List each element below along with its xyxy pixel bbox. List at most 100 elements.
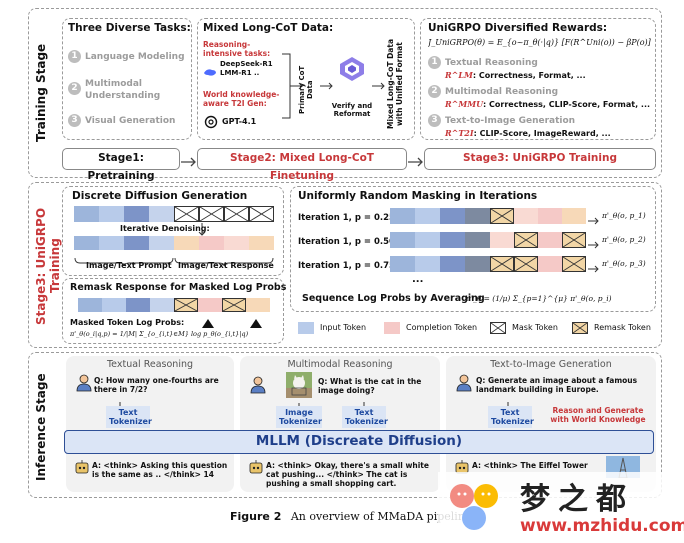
number-1-icon: 1 [68,50,81,63]
legend-remask-label: Remask Token [594,323,651,332]
final-cot-label: Mixed Long-CoT Data with Unified Format [386,39,404,130]
remask-token [490,208,514,224]
t2i-question: Q: Generate an image about a famous land… [476,376,638,394]
prompt-label: Image/Text Prompt [86,261,172,270]
completion-token [246,298,270,312]
input-token [126,298,150,312]
input-token [440,208,465,224]
diffusion-result-row [74,236,274,250]
remask-row [78,298,274,312]
input-token [440,256,465,272]
response-label: Image/Text Response [178,261,274,270]
completion-token [538,256,562,272]
world-knowledge-label: World knowledge-aware T2I Gen: [203,90,280,108]
completion-token [538,232,562,248]
input-token [124,206,149,222]
t2i-reason-label: Reason and Generate with World Knowledge [550,406,646,424]
textual-question: Q: How many one-fourths are there in 7/2… [94,376,219,394]
remask-title: Remask Response for Masked Log Probs [70,282,287,293]
training-stage-label: Training Stage [34,43,48,142]
number-3-icon: 3 [428,114,441,127]
remask-pointer-1 [202,313,214,328]
number-3-icon: 3 [68,114,81,127]
user-avatar-icon [76,374,92,392]
remask-pointer-2 [250,313,262,328]
mask-token [199,206,224,222]
iteration-label-3: Iteration 1, p = 0.75 [298,261,395,271]
stage1-box: Stage1: Pretraining [62,148,180,182]
legend-mask-label: Mask Token [512,323,558,332]
iteration-output-1: π'_θ(o, p_1) [602,211,646,220]
remask-box [62,278,284,344]
multimodal-text-tokenizer: Text Tokenizer [342,406,388,428]
bracket-arrow [280,50,304,122]
inference-panel [28,352,662,498]
completion-token [249,236,274,250]
robot-icon [74,459,90,475]
input-token [150,298,174,312]
input-token [415,232,440,248]
rewards-title: UniGRPO Diversified Rewards: [428,22,608,34]
stage3-panel [28,182,662,348]
robot-icon [248,459,264,475]
input-token [74,236,99,250]
image-tokenizer: Image Tokenizer [276,406,322,428]
multimodal-question: Q: What is the cat in the image doing? [318,377,422,395]
diffusion-masked-row [74,206,274,222]
legend-remask-swatch [572,322,588,334]
mask-token [224,206,249,222]
multimodal-answer: A: <think> Okay, there's a small white c… [266,461,429,488]
stage1-arrow [181,153,197,167]
verify-label: Verify and Reformat [331,102,373,118]
watermark: 梦之都 www.mzhidu.com [438,472,684,543]
rewards-formula: J_UniGRPO(θ) = E_{o~π_θ(·|q)} [F(R^Uni(o… [428,38,651,47]
legend-input-swatch [298,322,314,334]
watermark-logo-icon [446,478,506,534]
number-1-icon: 1 [428,56,441,69]
t2i-tokenizer: Text Tokenizer [488,406,534,428]
input-token [440,232,465,248]
stage2-arrow [408,153,424,167]
completion-token [490,232,514,248]
completion-token [538,208,562,224]
mllm-label: MLLM (Discreate Diffusion) [255,433,463,449]
deepseek-icon [203,62,217,76]
input-token [415,256,440,272]
input-token [74,206,99,222]
mixed-cot-box [197,18,415,140]
t2i-title: Text-to-Image Generation [490,359,612,370]
training-stage-panel [28,8,662,178]
iteration-arrow-2 [588,235,600,249]
remask-token [562,232,586,248]
completion-token [562,208,586,224]
mixed-cot-title: Mixed Long-CoT Data: [203,22,334,34]
tasks-box [62,18,192,140]
prompt-brace [74,251,274,267]
completion-token [224,236,249,250]
stage2-box: Stage2: Mixed Long-CoT Finetuning [197,148,407,182]
masking-title: Uniformly Random Masking in Iterations [298,190,538,202]
iteration-label-1: Iteration 1, p = 0.25 [298,213,395,223]
iteration-arrow-3 [588,259,600,273]
textual-title: Textual Reasoning [106,359,194,370]
mask-token [249,206,274,222]
reasoning-models: DeepSeek-R1 LMM-R1 .. [220,60,273,77]
denoise-label: Iterative Denoising: [120,224,210,233]
input-token [102,298,126,312]
reasoning-tasks-label: Reasoning-intensive tasks: [203,40,271,58]
denoise-arrow [196,222,208,236]
input-token [415,208,440,224]
iteration-output-3: π'_θ(o, p_3) [602,259,646,268]
textual-tokenizer: Text Tokenizer [106,406,152,428]
remask-token [514,256,538,272]
iteration-row-1 [390,208,586,224]
input-token [390,256,415,272]
number-2-icon: 2 [428,85,441,98]
input-token [465,256,490,272]
input-token [99,206,124,222]
iteration-row-2 [390,232,586,248]
